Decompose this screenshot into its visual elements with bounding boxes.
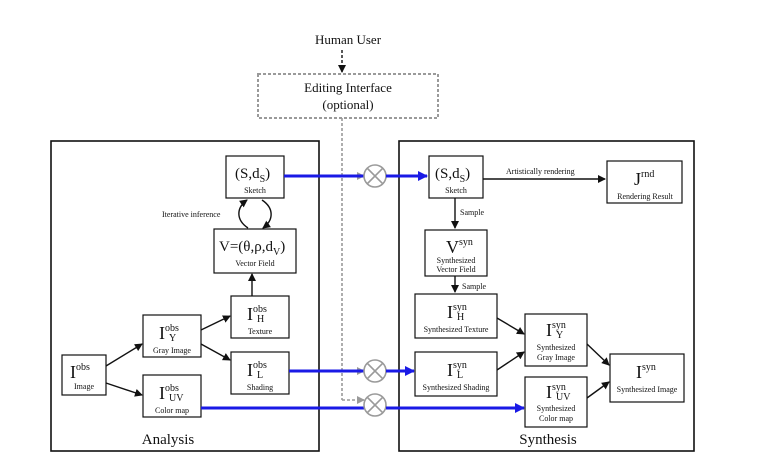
svg-text:Vector Field: Vector Field	[235, 259, 274, 268]
svg-text:Rendering Result: Rendering Result	[617, 192, 674, 201]
svg-text:Iobs: Iobs	[159, 323, 179, 343]
svg-text:Iobs: Iobs	[247, 304, 267, 324]
svg-text:Isyn: Isyn	[636, 362, 656, 382]
editing-interface-subtitle: (optional)	[322, 97, 373, 112]
svg-text:Gray Image: Gray Image	[537, 353, 575, 362]
svg-text:Isyn: Isyn	[546, 320, 566, 340]
sketch-mixer	[363, 164, 387, 188]
analysis-label: Analysis	[142, 432, 195, 448]
svg-text:Iobs: Iobs	[70, 362, 90, 382]
svg-text:Isyn: Isyn	[447, 360, 467, 380]
svg-text:Synthesized: Synthesized	[537, 404, 576, 413]
syn-colormap-to-image-arrow	[586, 381, 610, 399]
analysis-vector-field-node: V=(θ,ρ,dV) Vector Field	[213, 228, 297, 274]
syn-gray-to-image-arrow	[586, 343, 610, 366]
iterative-arrow-down	[261, 199, 272, 229]
svg-text:L: L	[457, 370, 463, 381]
sample-label-1: Sample	[460, 208, 484, 217]
synthesis-image-node: Isyn Synthesized Image	[609, 353, 685, 403]
analysis-panel	[50, 140, 320, 452]
svg-text:Synthesized: Synthesized	[537, 343, 576, 352]
synthesis-panel	[398, 140, 695, 452]
colormap-mixer	[363, 393, 387, 417]
svg-text:Sketch: Sketch	[244, 186, 266, 195]
image-to-colormap-arrow	[105, 382, 143, 397]
synthesis-shading-node: Isyn L Synthesized Shading	[414, 351, 498, 397]
analysis-sketch-node: (S,dS) Sketch	[225, 155, 285, 199]
svg-text:Iobs: Iobs	[247, 360, 267, 380]
rendering-result-node: Jrnd Rendering Result	[606, 160, 683, 204]
synthesis-texture-node: Isyn H Synthesized Texture	[414, 293, 498, 339]
svg-text:(S,dS): (S,dS)	[235, 166, 270, 185]
svg-text:Color map: Color map	[155, 406, 189, 415]
syn-texture-to-gray-arrow	[496, 317, 525, 335]
svg-text:Synthesized Shading: Synthesized Shading	[423, 383, 490, 392]
svg-text:Vsyn: Vsyn	[446, 237, 473, 257]
svg-text:Isyn: Isyn	[546, 382, 566, 402]
synthesis-gray-image-node: Isyn Y Synthesized Gray Image	[524, 313, 588, 367]
sample-label-2: Sample	[462, 282, 486, 291]
iterative-inference-label: Iterative inference	[162, 210, 221, 219]
synthesis-vector-field-node: Vsyn Synthesized Vector Field	[424, 229, 488, 277]
svg-text:Synthesized Image: Synthesized Image	[617, 385, 678, 394]
svg-text:Color map: Color map	[539, 414, 573, 423]
svg-text:Texture: Texture	[248, 327, 273, 336]
analysis-shading-node: Iobs L Shading	[230, 351, 290, 395]
syn-shading-to-gray-arrow	[496, 351, 525, 371]
svg-text:Isyn: Isyn	[447, 302, 467, 322]
iterative-arrow-up	[238, 199, 249, 229]
svg-text:H: H	[457, 312, 464, 323]
svg-text:H: H	[257, 314, 264, 325]
editing-interface-title: Editing Interface	[304, 80, 392, 95]
svg-text:Image: Image	[74, 382, 94, 391]
human-user-label: Human User	[315, 32, 382, 47]
svg-text:Jrnd: Jrnd	[634, 169, 654, 189]
svg-text:Sketch: Sketch	[445, 186, 467, 195]
svg-text:Shading: Shading	[247, 383, 273, 392]
gray-to-texture-arrow	[200, 315, 231, 331]
synthesis-sketch-node: (S,dS) Sketch	[428, 155, 484, 199]
svg-text:Synthesized: Synthesized	[437, 256, 476, 265]
analysis-gray-image-node: Iobs Y Gray Image	[142, 314, 202, 358]
svg-text:Synthesized Texture: Synthesized Texture	[424, 325, 489, 334]
rendering-arrow-label: Artistically rendering	[506, 167, 575, 176]
svg-text:V=(θ,ρ,dV): V=(θ,ρ,dV)	[219, 239, 285, 258]
svg-text:(S,dS): (S,dS)	[435, 166, 470, 185]
svg-text:Gray Image: Gray Image	[153, 346, 191, 355]
svg-text:Iobs: Iobs	[159, 383, 179, 403]
shading-mixer	[363, 359, 387, 383]
svg-text:L: L	[257, 370, 263, 381]
svg-text:UV: UV	[556, 392, 571, 403]
analysis-image-node: Iobs Image	[61, 354, 107, 396]
svg-text:Y: Y	[556, 330, 563, 341]
image-to-gray-arrow	[105, 343, 143, 367]
editing-interface-box	[257, 73, 439, 119]
svg-text:Vector Field: Vector Field	[436, 265, 475, 274]
gray-to-shading-arrow	[200, 343, 231, 361]
synthesis-colormap-node: Isyn UV Synthesized Color map	[524, 376, 588, 428]
svg-text:Y: Y	[169, 333, 176, 344]
analysis-texture-node: Iobs H Texture	[230, 295, 290, 339]
svg-text:UV: UV	[169, 393, 184, 404]
analysis-colormap-node: Iobs UV Color map	[142, 374, 202, 418]
synthesis-label: Synthesis	[519, 432, 577, 448]
